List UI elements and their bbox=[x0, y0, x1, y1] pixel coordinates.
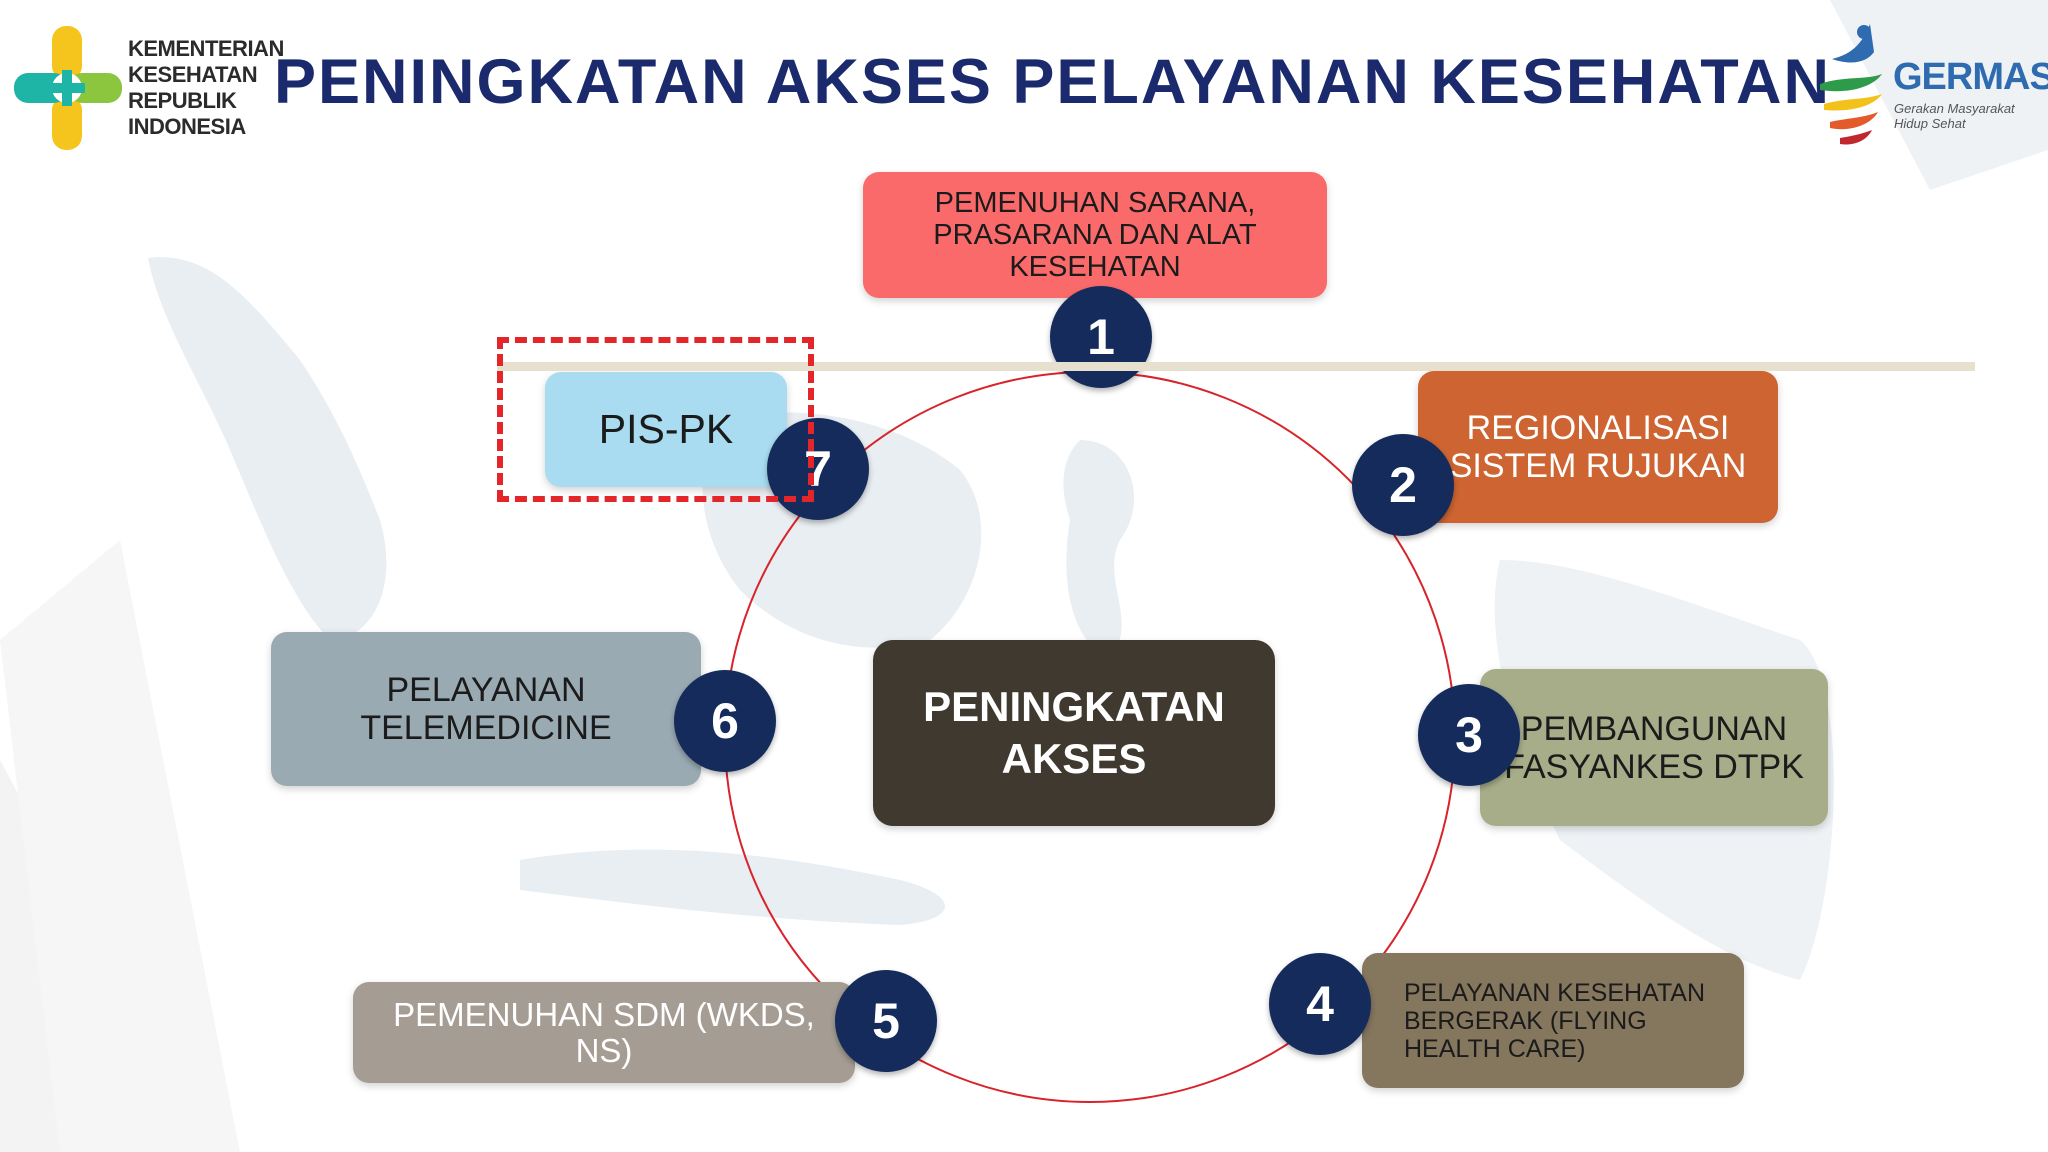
step-box-3: PEMBANGUNAN FASYANKES DTPK bbox=[1480, 669, 1828, 826]
step-number-1: 1 bbox=[1050, 286, 1152, 388]
logo-line: KESEHATAN bbox=[128, 62, 258, 87]
germas-wordmark: GERMAS bbox=[1893, 56, 2048, 98]
step-1-line: KESEHATAN bbox=[1009, 251, 1181, 283]
germas-tagline-line: Gerakan Masyarakat bbox=[1894, 101, 2015, 116]
bg-island-sulawesi bbox=[1063, 440, 1135, 660]
step-3-line: PEMBANGUNAN bbox=[1520, 709, 1788, 748]
step-number-6: 6 bbox=[674, 670, 776, 772]
step-box-4: PELAYANAN KESEHATAN BERGERAK (FLYING HEA… bbox=[1362, 953, 1744, 1088]
germas-tagline: Gerakan Masyarakat Hidup Sehat bbox=[1894, 101, 2034, 131]
step-number-5: 5 bbox=[835, 970, 937, 1072]
step-1-line: PRASARANA DAN ALAT bbox=[933, 219, 1257, 251]
step-1-line: PEMENUHAN SARANA, bbox=[934, 187, 1256, 219]
step-6-line: PELAYANAN bbox=[386, 671, 586, 709]
center-box: PENINGKATAN AKSES bbox=[873, 640, 1275, 826]
logo-line: KEMENTERIAN bbox=[128, 36, 284, 61]
step-number-2: 2 bbox=[1352, 434, 1454, 536]
overlay-bar bbox=[497, 362, 1975, 371]
step-4-line: HEALTH CARE) bbox=[1404, 1034, 1586, 1063]
center-line: AKSES bbox=[1001, 735, 1147, 782]
germas-logo-icon bbox=[1820, 24, 1882, 145]
page-title: PENINGKATAN AKSES PELAYANAN KESEHATAN bbox=[274, 47, 1832, 117]
step-number-3: 3 bbox=[1418, 684, 1520, 786]
step-box-6: PELAYANAN TELEMEDICINE bbox=[271, 632, 701, 786]
center-line: PENINGKATAN bbox=[923, 683, 1225, 730]
step-5-line: NS) bbox=[575, 1031, 633, 1069]
step-box-1: PEMENUHAN SARANA, PRASARANA DAN ALAT KES… bbox=[863, 172, 1327, 298]
step-box-2: REGIONALISASI SISTEM RUJUKAN bbox=[1418, 371, 1778, 523]
bg-island-sumatra bbox=[148, 257, 387, 640]
bg-facet-2 bbox=[0, 540, 240, 1152]
logo-line: INDONESIA bbox=[128, 114, 246, 139]
step-6-line: TELEMEDICINE bbox=[360, 709, 612, 747]
step-box-7: PIS-PK bbox=[545, 372, 787, 487]
step-3-line: FASYANKES DTPK bbox=[1504, 747, 1804, 786]
step-5-line: PEMENUHAN SDM (WKDS, bbox=[393, 995, 815, 1033]
kemenkes-wordmark: KEMENTERIAN KESEHATAN REPUBLIK INDONESIA bbox=[128, 36, 284, 140]
kemenkes-logo-icon bbox=[14, 26, 122, 150]
step-4-line: PELAYANAN KESEHATAN bbox=[1404, 978, 1706, 1007]
step-number-4: 4 bbox=[1269, 953, 1371, 1055]
logo-line: REPUBLIK bbox=[128, 88, 237, 113]
bg-facet-3 bbox=[1830, 0, 2048, 190]
step-box-5: PEMENUHAN SDM (WKDS, NS) bbox=[353, 982, 855, 1083]
step-7-line: PIS-PK bbox=[598, 406, 734, 452]
step-2-line: REGIONALISASI bbox=[1466, 409, 1730, 447]
step-4-line: BERGERAK (FLYING bbox=[1404, 1006, 1647, 1035]
highlight-dashed-frame bbox=[497, 337, 814, 502]
step-2-line: SISTEM RUJUKAN bbox=[1449, 447, 1747, 485]
germas-tagline-line: Hidup Sehat bbox=[1894, 116, 1966, 131]
bg-island-jawa bbox=[520, 849, 945, 925]
